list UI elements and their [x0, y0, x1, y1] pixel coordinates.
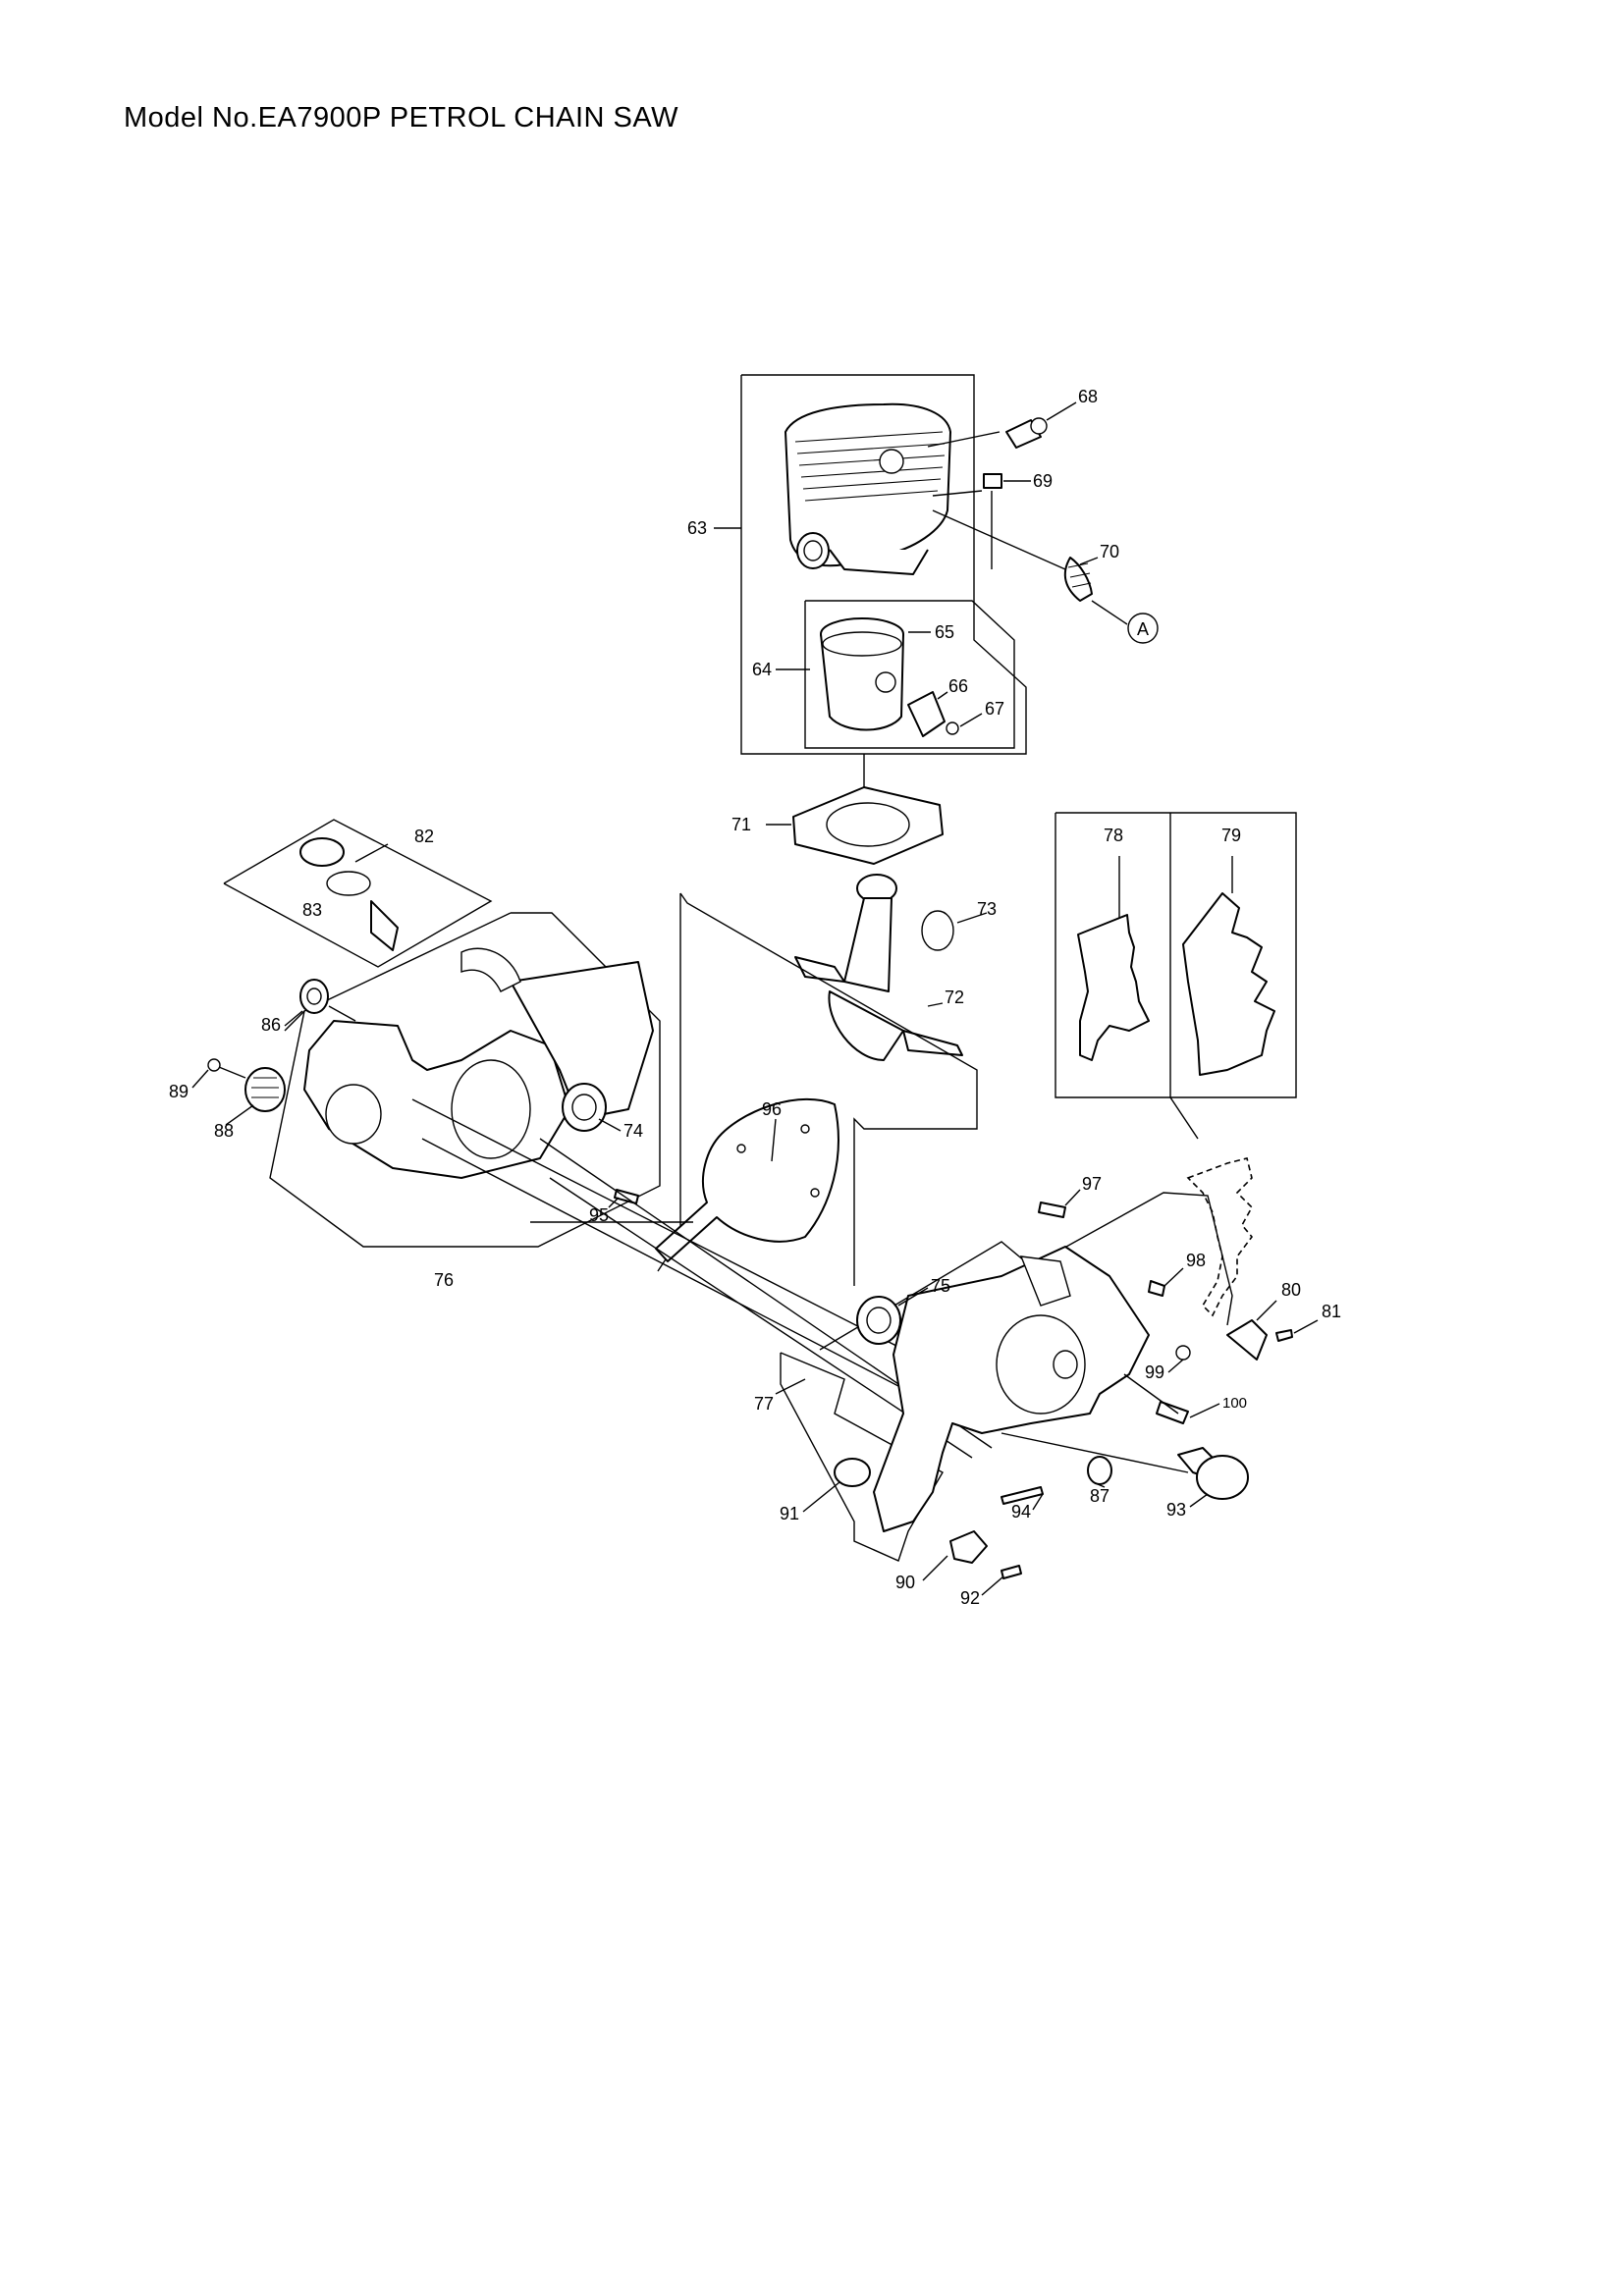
- crankcase-gasket-part: [655, 1097, 839, 1262]
- cylinder-part: [784, 402, 951, 575]
- callout-79: 79: [1221, 826, 1241, 845]
- reference-mark-label: A: [1137, 619, 1149, 639]
- crankcase-right-fittings: [834, 1201, 1293, 1579]
- callout-78: 78: [1104, 826, 1123, 845]
- cylinder-fittings: [927, 417, 1128, 625]
- callout-95: 95: [589, 1205, 609, 1225]
- crankcase-right-frame: [780, 1192, 1233, 1562]
- cylinder-group-frame: [714, 374, 1027, 755]
- callout-63: 63: [687, 518, 707, 538]
- crankcase-left-part: [303, 947, 654, 1179]
- callout-70: 70: [1100, 542, 1119, 561]
- crankshaft-group-frame: [679, 892, 978, 1286]
- crankshaft-part: [794, 874, 988, 1061]
- callout-77: 77: [754, 1394, 774, 1414]
- piston-part: [820, 617, 959, 737]
- callout-71: 71: [731, 815, 751, 834]
- cylinder-gasket-part: [766, 754, 944, 865]
- callout-83: 83: [302, 900, 322, 920]
- callout-98: 98: [1186, 1251, 1206, 1270]
- callout-97: 97: [1082, 1174, 1102, 1194]
- callout-73: 73: [977, 899, 997, 919]
- callout-labels: 63 64 65 66 67 68 69 70 71 72 73 74 75 7…: [169, 387, 1341, 1608]
- callout-92: 92: [960, 1588, 980, 1608]
- callout-86: 86: [261, 1015, 281, 1035]
- callout-75: 75: [931, 1276, 950, 1296]
- callout-91: 91: [780, 1504, 799, 1523]
- page-title: Model No.EA7900P PETROL CHAIN SAW: [124, 102, 679, 133]
- callout-100: 100: [1222, 1395, 1247, 1412]
- callout-74: 74: [623, 1121, 643, 1141]
- callout-80: 80: [1281, 1280, 1301, 1300]
- callout-69: 69: [1033, 471, 1053, 491]
- callout-88: 88: [214, 1121, 234, 1141]
- callout-94: 94: [1011, 1502, 1031, 1522]
- callout-76: 76: [434, 1270, 454, 1290]
- callout-99: 99: [1145, 1362, 1164, 1382]
- callout-65: 65: [935, 622, 954, 642]
- callout-87: 87: [1090, 1486, 1109, 1506]
- reference-mark-circle: [1127, 613, 1159, 644]
- crankcase-right-part: [856, 1246, 1150, 1532]
- callout-96: 96: [762, 1099, 782, 1119]
- callout-64: 64: [752, 660, 772, 679]
- crankcase-link-line: [657, 893, 681, 1272]
- callout-90: 90: [895, 1573, 915, 1592]
- callout-81: 81: [1322, 1302, 1341, 1321]
- callout-82: 82: [414, 827, 434, 846]
- callout-68: 68: [1078, 387, 1098, 406]
- bumper-spike-dashed-outline: [1186, 1157, 1254, 1317]
- crankcase-left-fittings: [207, 979, 356, 1126]
- callout-67: 67: [985, 699, 1004, 719]
- bumper-spike-group: [1055, 812, 1297, 1140]
- callout-93: 93: [1166, 1500, 1186, 1520]
- oil-pump-group: [223, 819, 493, 968]
- callout-66: 66: [948, 676, 968, 696]
- callout-89: 89: [169, 1082, 189, 1101]
- crankcase-left-frame: [269, 912, 661, 1248]
- callout-72: 72: [945, 988, 964, 1007]
